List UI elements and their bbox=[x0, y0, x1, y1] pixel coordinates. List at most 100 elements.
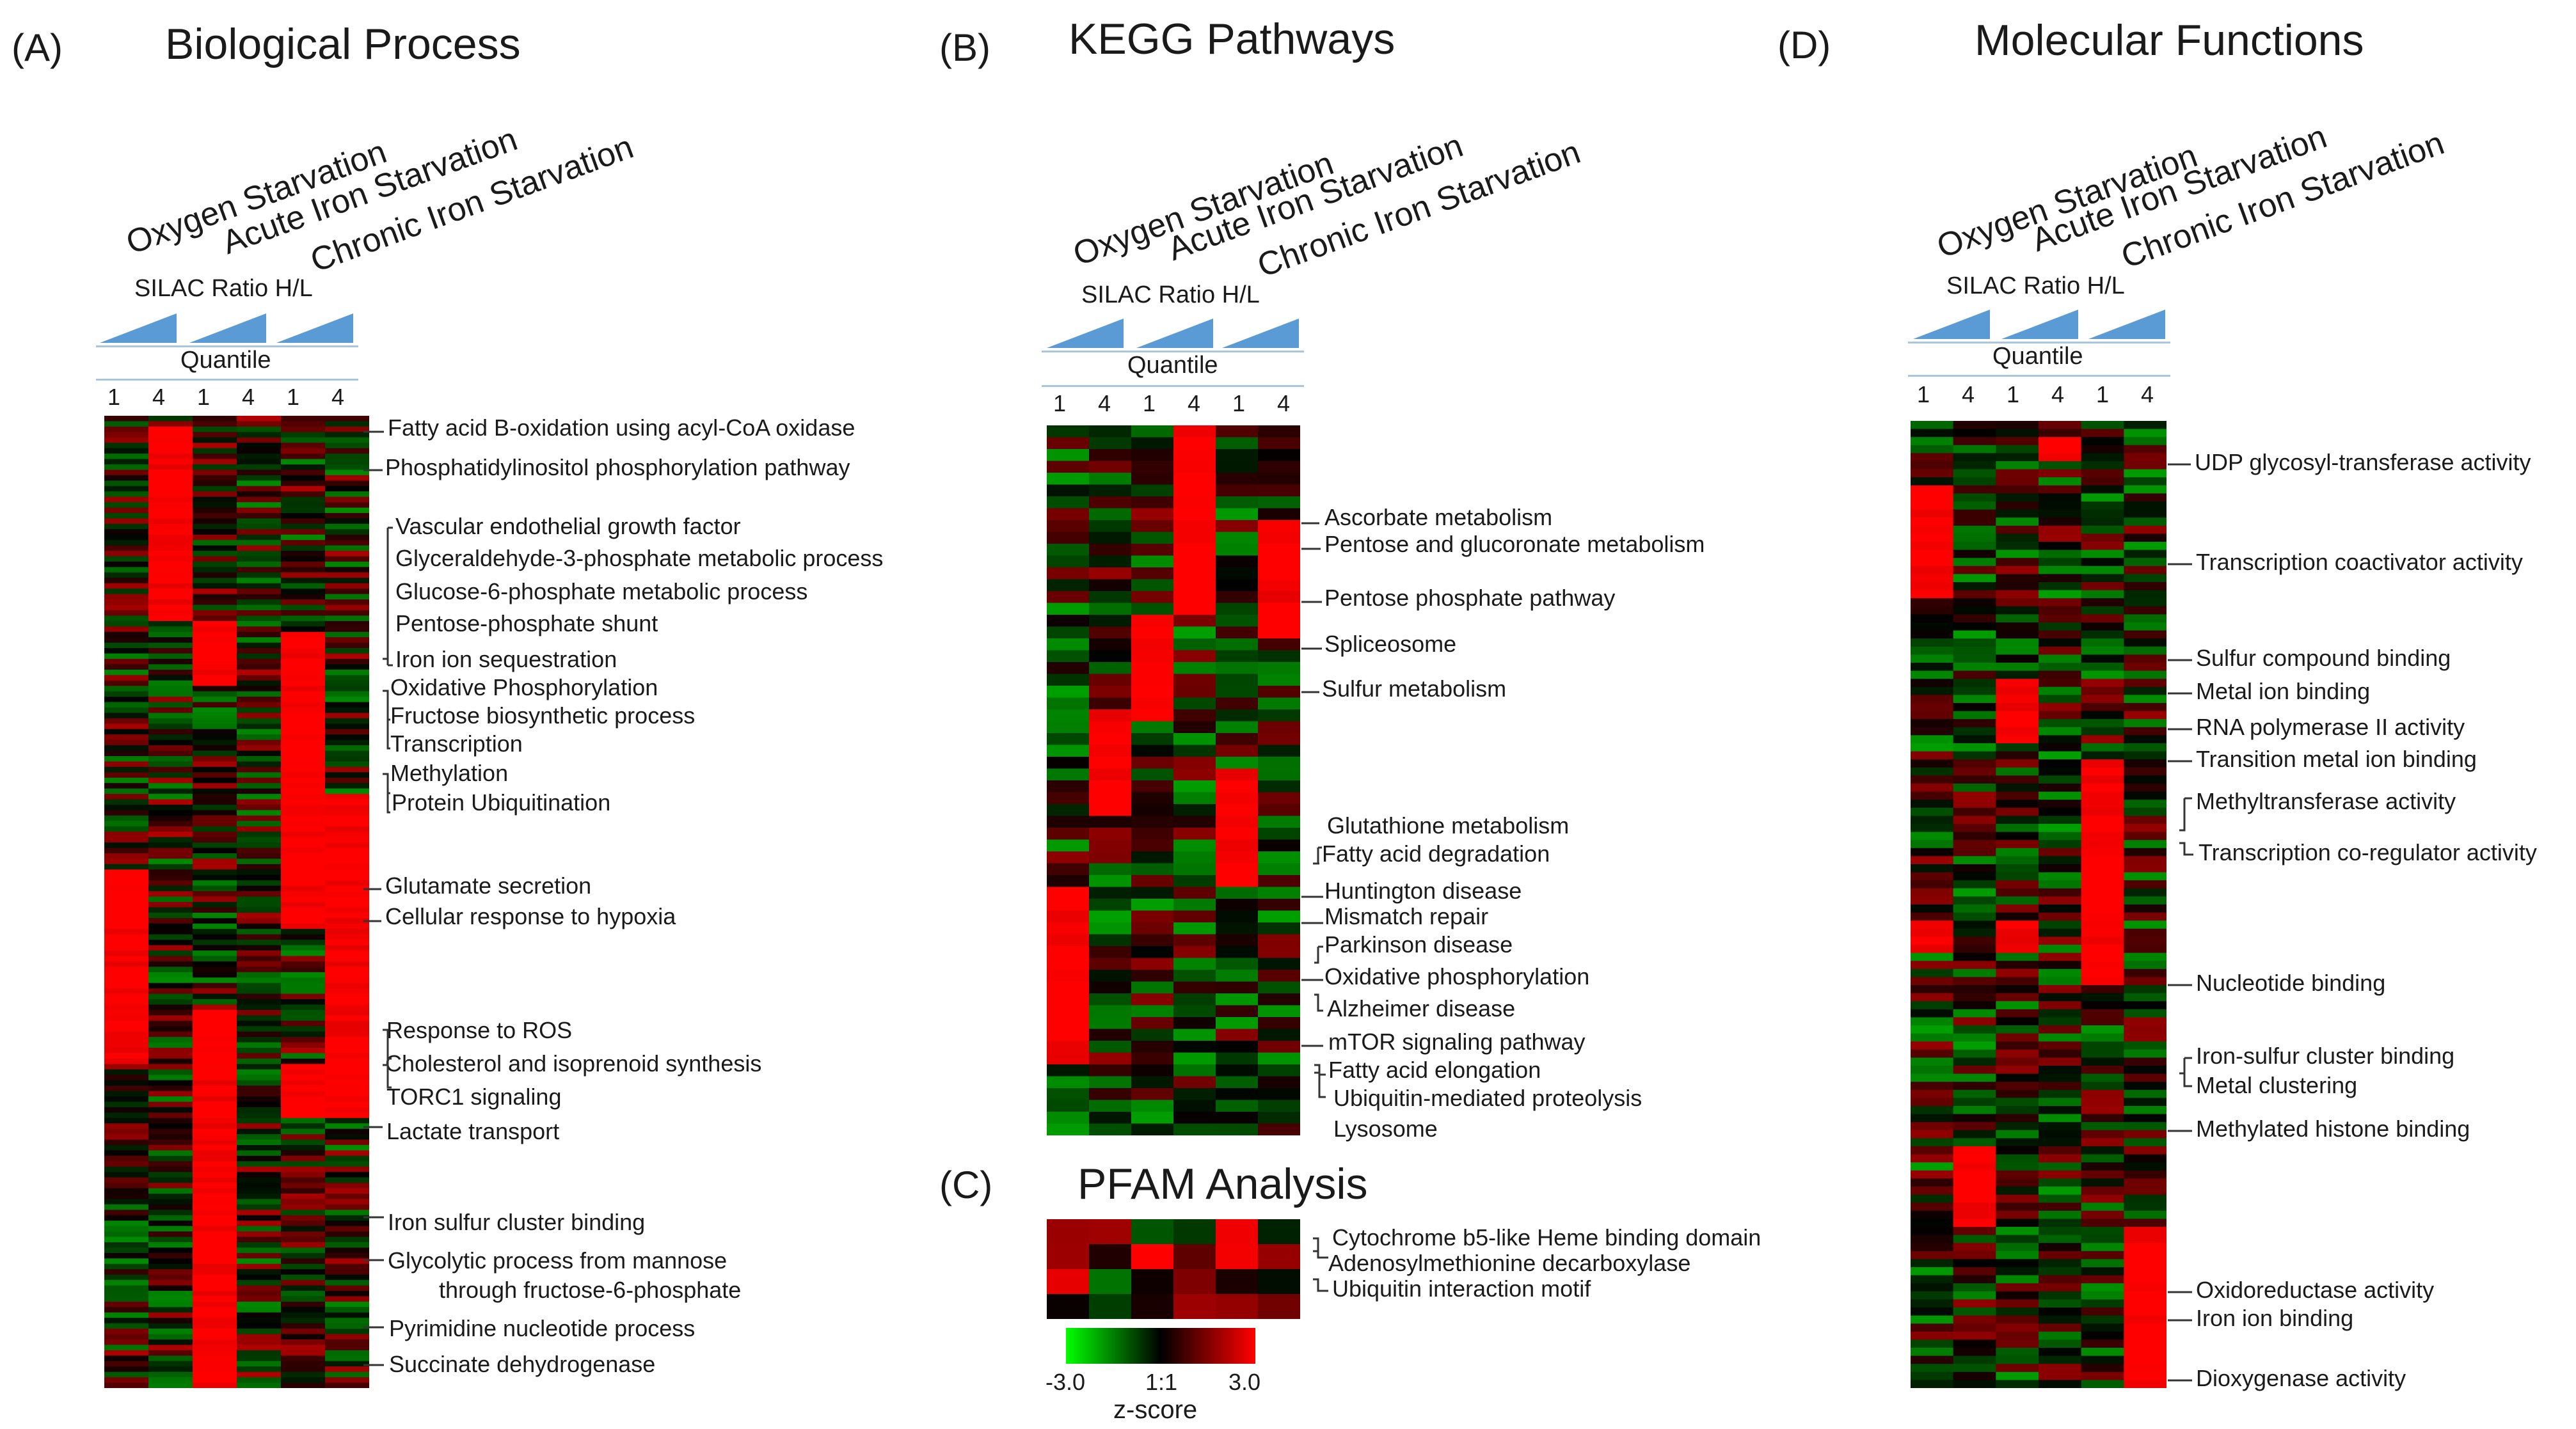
panel-a-wedge-3 bbox=[276, 313, 353, 343]
panel-b-letter: (B) bbox=[939, 26, 990, 69]
panel-d-wedge-2 bbox=[2001, 310, 2078, 339]
panel-b-col-1: 1 bbox=[1053, 390, 1067, 416]
panel-d-letter: (D) bbox=[1777, 24, 1831, 67]
label-d-10: Iron-sulfur cluster binding bbox=[2196, 1043, 2455, 1069]
panel-d-heatmap bbox=[1911, 421, 2167, 1388]
panel-c-letter: (C) bbox=[939, 1164, 993, 1206]
panel-a-quantile-label: Quantile bbox=[180, 347, 271, 374]
label-a-7: Iron ion sequestration bbox=[395, 646, 617, 672]
panel-a-col-1: 1 bbox=[107, 384, 121, 410]
label-b-15: Ubiquitin-mediated proteolysis bbox=[1333, 1085, 1642, 1111]
label-a-21: through fructose-6-phosphate bbox=[439, 1277, 742, 1303]
panel-b-rule-top bbox=[1042, 351, 1304, 352]
label-d-8: Transcription co-regulator activity bbox=[2198, 839, 2537, 865]
label-a-23: Succinate dehydrogenase bbox=[389, 1351, 656, 1377]
label-a-10: Transcription bbox=[390, 730, 523, 757]
label-d-11: Metal clustering bbox=[2196, 1072, 2358, 1098]
label-a-13: Glutamate secretion bbox=[385, 872, 592, 899]
panel-b-col-2: 4 bbox=[1097, 390, 1111, 416]
label-a-19: Iron sulfur cluster binding bbox=[388, 1209, 646, 1235]
panel-a-col-2: 4 bbox=[152, 384, 166, 410]
label-a-14: Cellular response to hypoxia bbox=[385, 903, 676, 929]
label-a-5: Glucose-6-phosphate metabolic process bbox=[395, 578, 808, 604]
panel-b-wedge-1 bbox=[1047, 319, 1124, 348]
label-a-17: TORC1 signaling bbox=[386, 1084, 562, 1110]
panel-b-rule-bottom bbox=[1042, 385, 1304, 387]
panel-b-col-6: 4 bbox=[1276, 390, 1291, 416]
panel-d-title: Molecular Functions bbox=[1975, 16, 2364, 65]
label-a-20: Glycolytic process from mannose bbox=[388, 1247, 727, 1274]
label-d-2: Transcription coactivator activity bbox=[2196, 549, 2523, 575]
panel-d-wedge-3 bbox=[2088, 310, 2165, 339]
label-b-16: Lysosome bbox=[1333, 1116, 1438, 1142]
panel-b-wedge-3 bbox=[1222, 319, 1299, 348]
panel-d-col-4: 4 bbox=[2051, 381, 2065, 407]
label-b-8: Huntington disease bbox=[1324, 878, 1522, 904]
label-d-3: Sulfur compound binding bbox=[2196, 645, 2451, 671]
panel-b-connectors bbox=[1301, 522, 1326, 1098]
panel-a-col-4: 4 bbox=[241, 384, 255, 410]
panel-d-rule-bottom bbox=[1908, 375, 2170, 377]
label-a-15: Response to ROS bbox=[386, 1017, 573, 1043]
panel-a-wedge-1 bbox=[100, 313, 177, 343]
panel-d-col-2: 4 bbox=[1961, 381, 1975, 407]
panel-a-rule-bottom bbox=[96, 379, 358, 381]
panel-a-connectors bbox=[363, 430, 393, 1366]
label-d-5: RNA polymerase II activity bbox=[2196, 714, 2465, 740]
panel-c-connectors bbox=[1313, 1237, 1328, 1292]
label-b-13: mTOR signaling pathway bbox=[1328, 1029, 1586, 1055]
panel-b-title: KEGG Pathways bbox=[1069, 15, 1395, 63]
label-b-9: Mismatch repair bbox=[1324, 903, 1489, 929]
scale-min-label: -3.0 bbox=[1046, 1369, 1086, 1395]
label-d-6: Transition metal ion binding bbox=[2196, 746, 2477, 772]
label-a-22: Pyrimidine nucleotide process bbox=[389, 1315, 696, 1341]
panel-d-wedge-1 bbox=[1913, 310, 1990, 339]
scale-max-label: 3.0 bbox=[1228, 1369, 1261, 1395]
panel-d-col-1: 1 bbox=[1916, 381, 1930, 407]
panel-a-heatmap bbox=[104, 416, 369, 1388]
label-a-6: Pentose-phosphate shunt bbox=[395, 610, 658, 636]
label-d-14: Iron ion binding bbox=[2196, 1305, 2354, 1331]
label-a-3: Vascular endothelial growth factor bbox=[395, 513, 741, 539]
label-a-16: Cholesterol and isoprenoid synthesis bbox=[385, 1050, 762, 1077]
panel-c-heatmap bbox=[1047, 1219, 1300, 1319]
label-b-3: Pentose phosphate pathway bbox=[1324, 585, 1616, 611]
label-d-9: Nucleotide binding bbox=[2196, 970, 2386, 996]
label-a-1: Fatty acid B-oxidation using acyl-CoA ox… bbox=[388, 414, 855, 441]
panel-c-title: PFAM Analysis bbox=[1077, 1160, 1368, 1208]
panel-a-col-6: 4 bbox=[331, 384, 345, 410]
panel-d-silac-label: SILAC Ratio H/L bbox=[1946, 272, 2125, 299]
label-b-7: Fatty acid degradation bbox=[1322, 841, 1550, 867]
label-b-1: Ascorbate metabolism bbox=[1324, 504, 1553, 530]
label-a-18: Lactate transport bbox=[386, 1118, 560, 1144]
label-b-5: Sulfur metabolism bbox=[1322, 675, 1507, 702]
label-a-9: Fructose biosynthetic process bbox=[390, 702, 696, 729]
panel-d-col-6: 4 bbox=[2140, 381, 2154, 407]
panel-b-wedge-2 bbox=[1136, 319, 1213, 348]
label-c-2: Adenosylmethionine decarboxylase bbox=[1328, 1250, 1691, 1276]
panel-a-silac-label: SILAC Ratio H/L bbox=[134, 275, 313, 302]
panel-a-title: Biological Process bbox=[165, 20, 521, 68]
panel-b-col-3: 1 bbox=[1142, 390, 1156, 416]
label-d-1: UDP glycosyl-transferase activity bbox=[2195, 449, 2531, 475]
label-a-4: Glyceraldehyde-3-phosphate metabolic pro… bbox=[395, 545, 884, 571]
label-a-2: Phosphatidylinositol phosphorylation pat… bbox=[385, 454, 850, 480]
z-score-color-bar bbox=[1066, 1328, 1255, 1364]
panel-a-rule-top bbox=[96, 345, 358, 347]
label-a-8: Oxidative Phosphorylation bbox=[390, 674, 658, 700]
scale-title: z-score bbox=[1113, 1396, 1198, 1424]
panel-b-quantile-label: Quantile bbox=[1127, 352, 1218, 379]
label-b-10: Parkinson disease bbox=[1324, 931, 1513, 958]
panel-d-col-3: 1 bbox=[2006, 381, 2020, 407]
label-d-12: Methylated histone binding bbox=[2196, 1116, 2470, 1142]
scale-mid-label: 1:1 bbox=[1145, 1369, 1178, 1395]
label-d-13: Oxidoreductase activity bbox=[2196, 1277, 2435, 1303]
panel-d-col-5: 1 bbox=[2095, 381, 2110, 407]
label-b-6: Glutathione metabolism bbox=[1327, 812, 1570, 839]
label-c-1: Cytochrome b5-like Heme binding domain bbox=[1332, 1224, 1761, 1251]
label-d-7: Methyltransferase activity bbox=[2196, 788, 2456, 814]
panel-d-rule-top bbox=[1908, 342, 2170, 343]
panel-b-col-4: 4 bbox=[1187, 390, 1201, 416]
panel-a-col-3: 1 bbox=[196, 384, 211, 410]
label-b-12: Alzheimer disease bbox=[1327, 995, 1516, 1022]
